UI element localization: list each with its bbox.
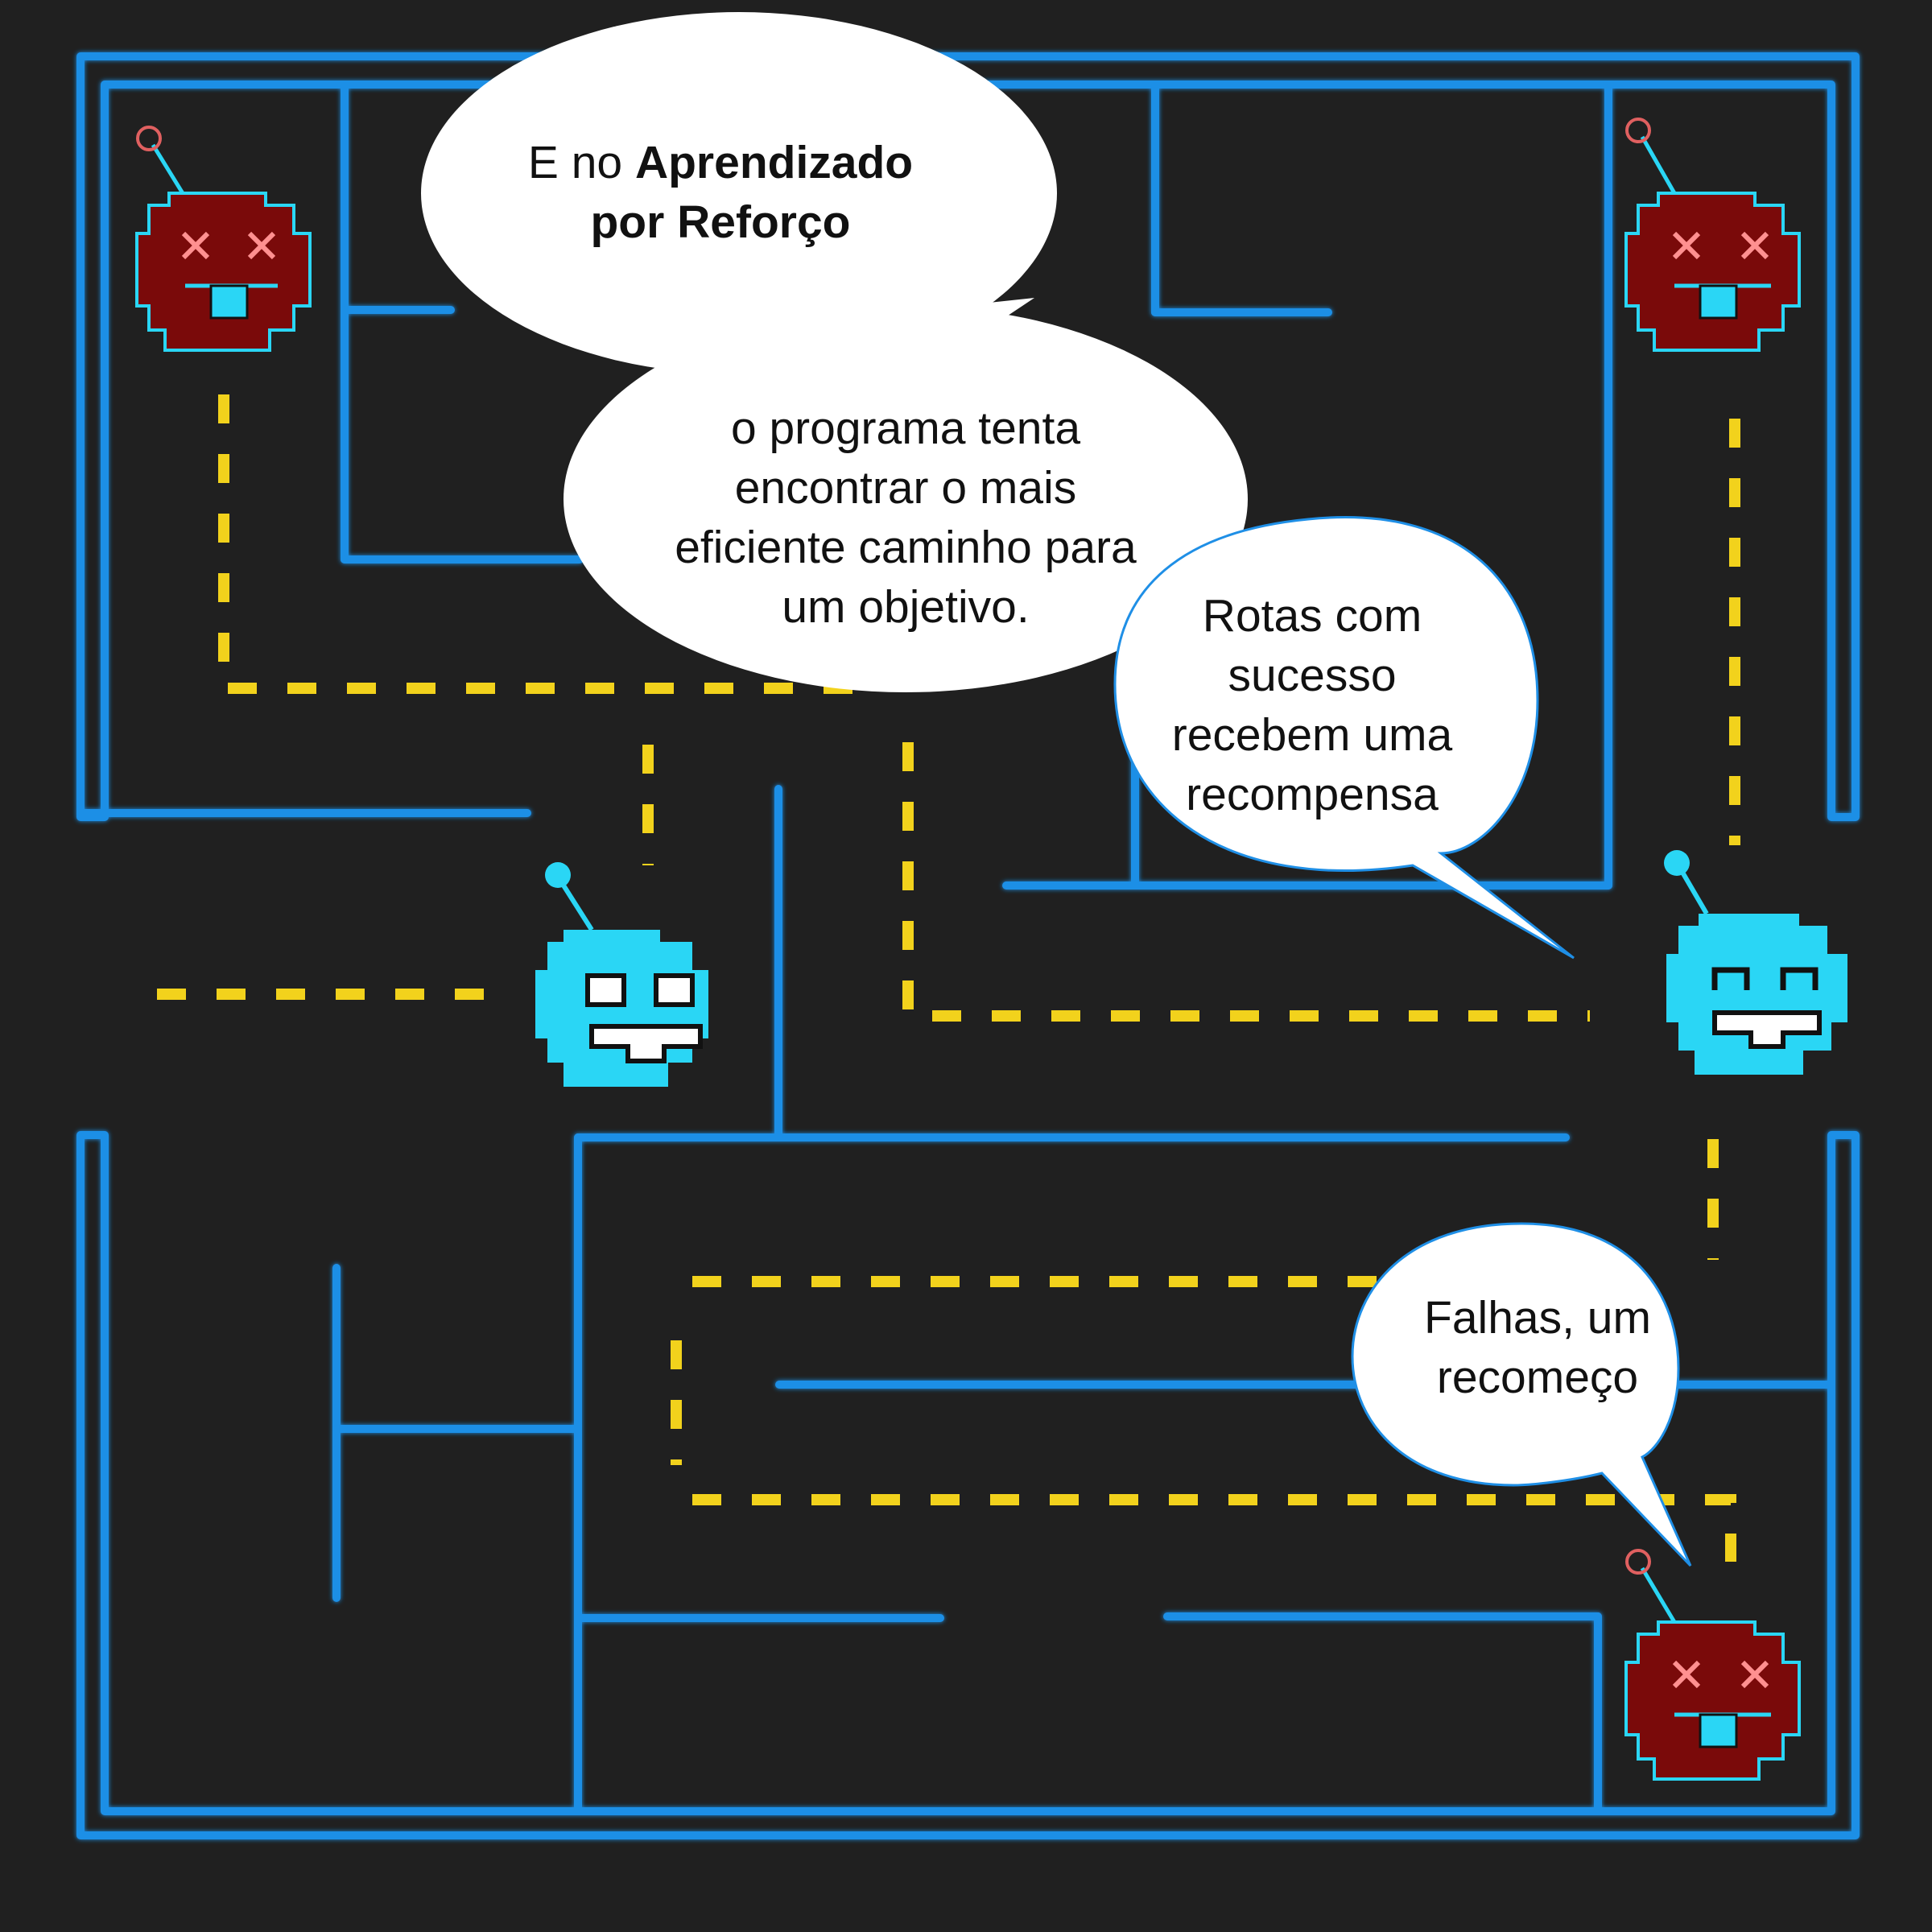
robot-eye bbox=[585, 973, 626, 1007]
antenna-icon bbox=[151, 143, 188, 199]
robot-body bbox=[1666, 914, 1847, 1075]
intro-bold-term: Aprendizado bbox=[634, 137, 914, 188]
tongue-icon bbox=[1699, 284, 1738, 320]
antenna-icon bbox=[1640, 1567, 1677, 1624]
intro-prefix: E no bbox=[527, 137, 635, 188]
reward-line-2: sucesso bbox=[1228, 650, 1397, 701]
robot-body bbox=[135, 192, 312, 352]
robot-eye bbox=[654, 973, 695, 1007]
explanation-line-1: o programa tenta bbox=[730, 402, 1081, 454]
robot-grin-icon bbox=[1712, 1010, 1822, 1049]
bubble-failure-text: Falhas, um recomeço bbox=[1368, 1288, 1707, 1407]
robot-body bbox=[1624, 192, 1801, 352]
dead-robot-top-right bbox=[1624, 118, 1801, 352]
antenna-ball-icon bbox=[1625, 118, 1651, 143]
antenna-ball-icon bbox=[1625, 1549, 1651, 1575]
path-dashes bbox=[157, 394, 1740, 1562]
intro-line-1: E no Aprendizado bbox=[467, 133, 974, 192]
bubble-reward-text: Rotas com sucesso recebem uma recompensa bbox=[1127, 586, 1497, 824]
bubble-intro-text: E no Aprendizado por Reforço bbox=[467, 133, 974, 252]
bubble-explanation bbox=[564, 306, 1248, 692]
robot-happy-eye-icon bbox=[1780, 967, 1818, 990]
intro-bold-term-2: por Reforço bbox=[590, 196, 851, 248]
path-left-top bbox=[218, 394, 877, 694]
x-eye-icon bbox=[181, 231, 210, 260]
robot-grin-icon bbox=[589, 1024, 703, 1063]
laughing-robot-right bbox=[1664, 850, 1847, 1075]
path-lower-bottom bbox=[692, 1494, 1736, 1562]
failure-line-1: Falhas, um bbox=[1424, 1292, 1651, 1344]
antenna-ball-icon bbox=[136, 126, 162, 151]
x-eye-icon bbox=[1740, 1660, 1769, 1689]
x-eye-icon bbox=[1672, 231, 1701, 260]
x-eye-icon bbox=[1672, 1660, 1701, 1689]
failure-line-2: recomeço bbox=[1436, 1352, 1639, 1403]
robot-happy-eye-icon bbox=[1711, 967, 1750, 990]
tongue-icon bbox=[209, 284, 249, 320]
antenna-ball-icon bbox=[545, 862, 571, 888]
x-eye-icon bbox=[1740, 231, 1769, 260]
antenna-icon bbox=[557, 877, 594, 931]
explanation-line-4: um objetivo. bbox=[782, 581, 1030, 633]
explanation-line-2: encontrar o mais bbox=[734, 462, 1077, 514]
robot-body bbox=[1624, 1620, 1801, 1781]
dead-robot-bottom-right bbox=[1624, 1549, 1801, 1781]
reward-line-1: Rotas com bbox=[1202, 590, 1422, 642]
speech-bubbles bbox=[421, 12, 1692, 1567]
reward-line-4: recompensa bbox=[1186, 769, 1439, 820]
bubble-reward bbox=[1113, 516, 1575, 960]
antenna-icon bbox=[1640, 135, 1677, 195]
intro-line-2: por Reforço bbox=[467, 192, 974, 252]
explanation-line-3: eficiente caminho para bbox=[675, 522, 1137, 573]
antenna-ball-icon bbox=[1664, 850, 1690, 876]
bubble-failure bbox=[1351, 1222, 1692, 1567]
tongue-icon bbox=[1699, 1713, 1738, 1748]
x-eye-icon bbox=[247, 231, 276, 260]
bubble-explanation-text: o programa tenta encontrar o mais eficie… bbox=[628, 398, 1183, 637]
dead-robot-top-left bbox=[135, 126, 312, 352]
happy-robot-left bbox=[535, 862, 708, 1087]
maze-outer-bottom-wall bbox=[76, 1131, 1860, 1839]
reward-line-3: recebem uma bbox=[1171, 709, 1453, 761]
path-center-route bbox=[902, 742, 1590, 1022]
